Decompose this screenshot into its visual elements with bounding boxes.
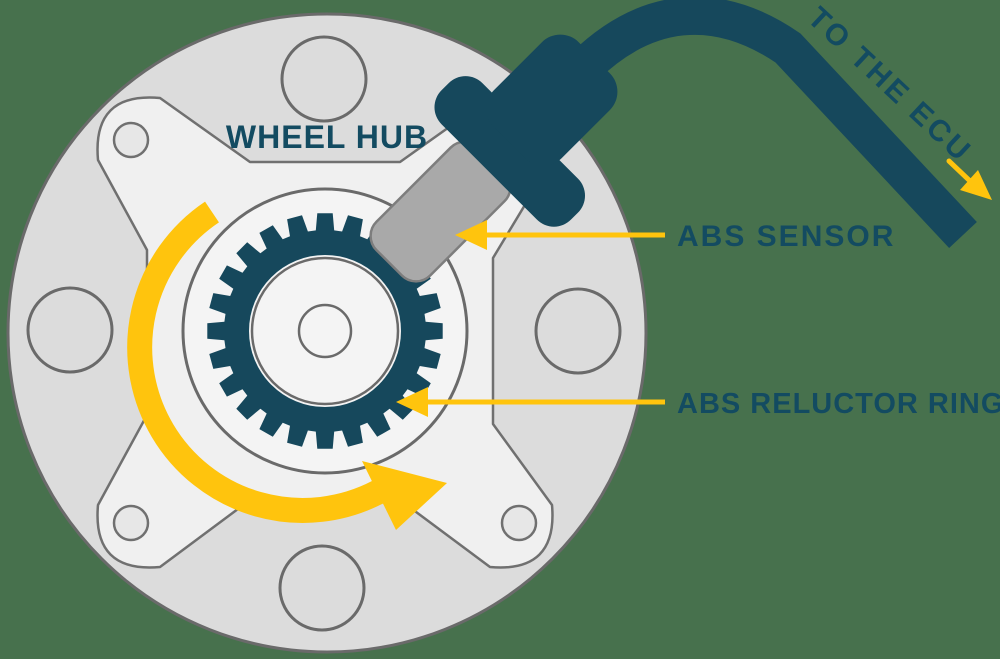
wheel-hub-label: WHEEL HUB (226, 119, 428, 155)
disc-hole-left (26, 286, 114, 374)
sensor-cable (571, 0, 977, 248)
abs-reluctor-ring-label: ABS RELUCTOR RING (677, 388, 1000, 420)
ecu-direction-arrow-icon (946, 158, 992, 200)
rotation-arrowhead (362, 461, 447, 530)
abs-sensor-leader-arrow-icon (455, 220, 665, 250)
ecu-arrow-line (946, 158, 972, 183)
abs-sensor-label: ABS SENSOR (677, 220, 895, 253)
abs-reluctor-ring-gear (207, 213, 443, 449)
flange-hole-bottom-left (112, 504, 150, 542)
reluctor-ring-leader-arrowhead (396, 387, 428, 417)
disc-hole-right (534, 287, 622, 375)
abs-sensor-assembly (369, 34, 618, 283)
flange-hole-bottom-right (500, 504, 538, 542)
disc-hole-bottom (278, 544, 366, 632)
sensor-body (486, 34, 618, 166)
disc-bolt-holes (26, 35, 622, 632)
flange-hole-top-left (112, 121, 150, 159)
rotation-arrow-icon (127, 201, 447, 530)
rotation-arc (127, 201, 384, 523)
disc-hole-top (280, 35, 368, 123)
reluctor-ring-leader-arrow-icon (396, 387, 665, 417)
sensor-crossbar (434, 76, 586, 227)
ecu-arrowhead (960, 170, 992, 200)
hub-center-hole (297, 303, 353, 359)
abs-sensor-leader-arrowhead (455, 220, 487, 250)
